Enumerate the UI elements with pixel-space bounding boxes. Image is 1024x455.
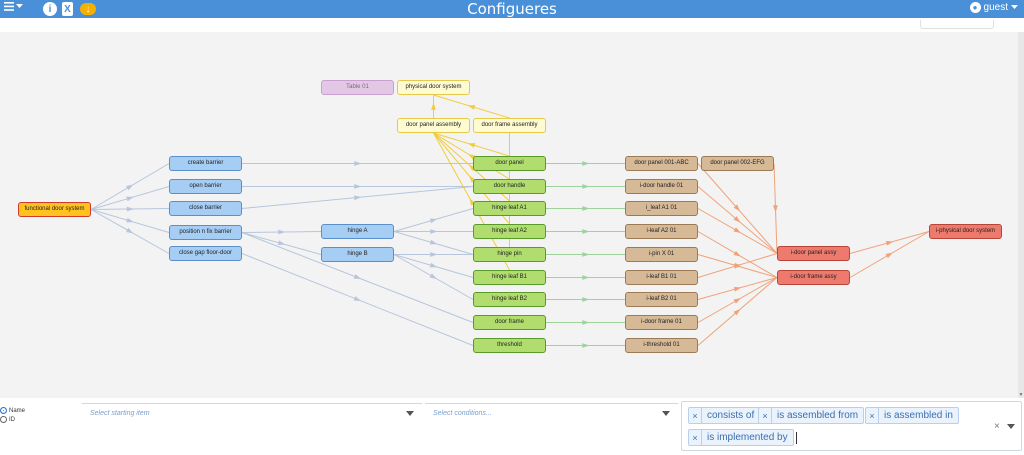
radio-id-label: ID <box>9 416 15 423</box>
graph-node-ilb201[interactable]: i-leaf B2 01 <box>625 292 698 307</box>
remove-tag-icon[interactable]: × <box>689 430 702 445</box>
starting-item-select[interactable]: Select starting item <box>82 403 422 425</box>
relation-tag-label: is implemented by <box>707 432 788 443</box>
graph-node-ipx01[interactable]: i-pin X 01 <box>625 247 698 262</box>
graph-node-th[interactable]: threshold <box>473 338 546 353</box>
clear-selection-icon[interactable]: × <box>994 421 1000 432</box>
graph-node-ob[interactable]: open barrier <box>169 179 242 194</box>
graph-node-hla1[interactable]: hinge leaf A1 <box>473 201 546 216</box>
chevron-down-icon[interactable] <box>662 411 670 416</box>
graph-node-pds[interactable]: physical door system <box>397 80 470 95</box>
relation-tag-label: is assembled in <box>884 410 953 421</box>
remove-tag-icon[interactable]: × <box>866 408 879 423</box>
excel-export-icon[interactable]: X <box>62 2 73 16</box>
user-name: guest <box>983 2 1008 13</box>
graph-node-hp[interactable]: hinge pin <box>473 247 546 262</box>
remove-tag-icon[interactable]: × <box>759 408 772 423</box>
graph-node-dp[interactable]: door panel <box>473 156 546 171</box>
graph-node-ilb101[interactable]: i-leaf B1 01 <box>625 270 698 285</box>
user-icon: ● <box>969 2 981 13</box>
graph-node-dh[interactable]: door handle <box>473 179 546 194</box>
relation-tag: × is assembled in <box>865 407 959 424</box>
remove-tag-icon[interactable]: × <box>689 408 702 423</box>
radio-id-dot[interactable] <box>0 416 7 423</box>
graph-node-ila201[interactable]: i-leaf A2 01 <box>625 224 698 239</box>
graph-node-ila101[interactable]: i_leaf A1 01 <box>625 201 698 216</box>
graph-node-fds[interactable]: functional door system <box>18 202 91 217</box>
sub-bar <box>0 18 1024 32</box>
chevron-down-icon[interactable] <box>1007 424 1015 429</box>
starting-item-placeholder: Select starting item <box>90 410 150 417</box>
app-title: Configueres <box>467 0 557 18</box>
graph-node-dp002[interactable]: door panel 002-EFG <box>701 156 774 171</box>
conditions-placeholder: Select conditions... <box>433 410 492 417</box>
radio-name[interactable]: Name <box>0 406 25 415</box>
user-menu[interactable]: ● guest <box>969 2 1018 13</box>
relation-tag-label: is assembled from <box>777 410 859 421</box>
chevron-down-icon[interactable] <box>406 411 414 416</box>
graph-node-hb[interactable]: hinge B <box>321 247 394 262</box>
cloud-download-icon[interactable]: ↓ <box>80 3 96 15</box>
search-mode-radios: Name ID <box>0 406 25 424</box>
graph-node-df[interactable]: door frame <box>473 315 546 330</box>
graph-node-dp001[interactable]: door panel 001-ABC <box>625 156 698 171</box>
radio-name-dot[interactable] <box>0 407 7 414</box>
graph-node-hlb1[interactable]: hinge leaf B1 <box>473 270 546 285</box>
graph-node-idh01[interactable]: i-door handle 01 <box>625 179 698 194</box>
graph-node-cgfd[interactable]: close gap floor-door <box>169 246 242 261</box>
radio-name-label: Name <box>9 407 26 414</box>
query-panel: Name ID Select starting item Select cond… <box>0 398 1024 455</box>
graph-node-idfa[interactable]: i-door frame assy <box>777 270 850 285</box>
graph-node-pnfb[interactable]: position n fix barrier <box>169 225 242 240</box>
scroll-down-icon[interactable]: ▼ <box>1018 392 1024 398</box>
graph-node-clb[interactable]: close barrier <box>169 201 242 216</box>
text-cursor <box>796 432 797 444</box>
minimap-tab[interactable] <box>920 20 994 29</box>
chevron-down-icon <box>16 4 23 8</box>
relation-tag: × is assembled from <box>758 407 865 424</box>
chevron-down-icon <box>1011 5 1018 9</box>
graph-node-hla2[interactable]: hinge leaf A2 <box>473 224 546 239</box>
graph-node-idpa[interactable]: i-door panel assy <box>777 246 850 261</box>
relation-tag: × consists of <box>688 407 761 424</box>
vertical-scrollbar[interactable]: ▼ <box>1018 32 1024 398</box>
info-icon[interactable]: i <box>43 2 57 16</box>
graph-node-dpa[interactable]: door panel assembly <box>397 118 470 133</box>
graph-node-ipds[interactable]: i-physical door system <box>929 224 1002 239</box>
main-menu-button[interactable] <box>4 2 23 11</box>
graph-node-hlb2[interactable]: hinge leaf B2 <box>473 292 546 307</box>
top-bar: i X ↓ Configueres ● guest <box>0 0 1024 18</box>
graph-node-table01[interactable]: Table 01 <box>321 80 394 95</box>
graph-node-cb[interactable]: create barrier <box>169 156 242 171</box>
conditions-select[interactable]: Select conditions... <box>425 403 678 425</box>
hamburger-icon <box>4 2 14 11</box>
relation-tag: × is implemented by <box>688 429 794 446</box>
radio-id[interactable]: ID <box>0 415 25 424</box>
graph-node-ith01[interactable]: i-threshold 01 <box>625 338 698 353</box>
relation-tag-label: consists of <box>707 410 755 421</box>
graph-node-idf01[interactable]: i-door frame 01 <box>625 315 698 330</box>
graph-node-dfa[interactable]: door frame assembly <box>473 118 546 133</box>
graph-node-ha[interactable]: hinge A <box>321 224 394 239</box>
